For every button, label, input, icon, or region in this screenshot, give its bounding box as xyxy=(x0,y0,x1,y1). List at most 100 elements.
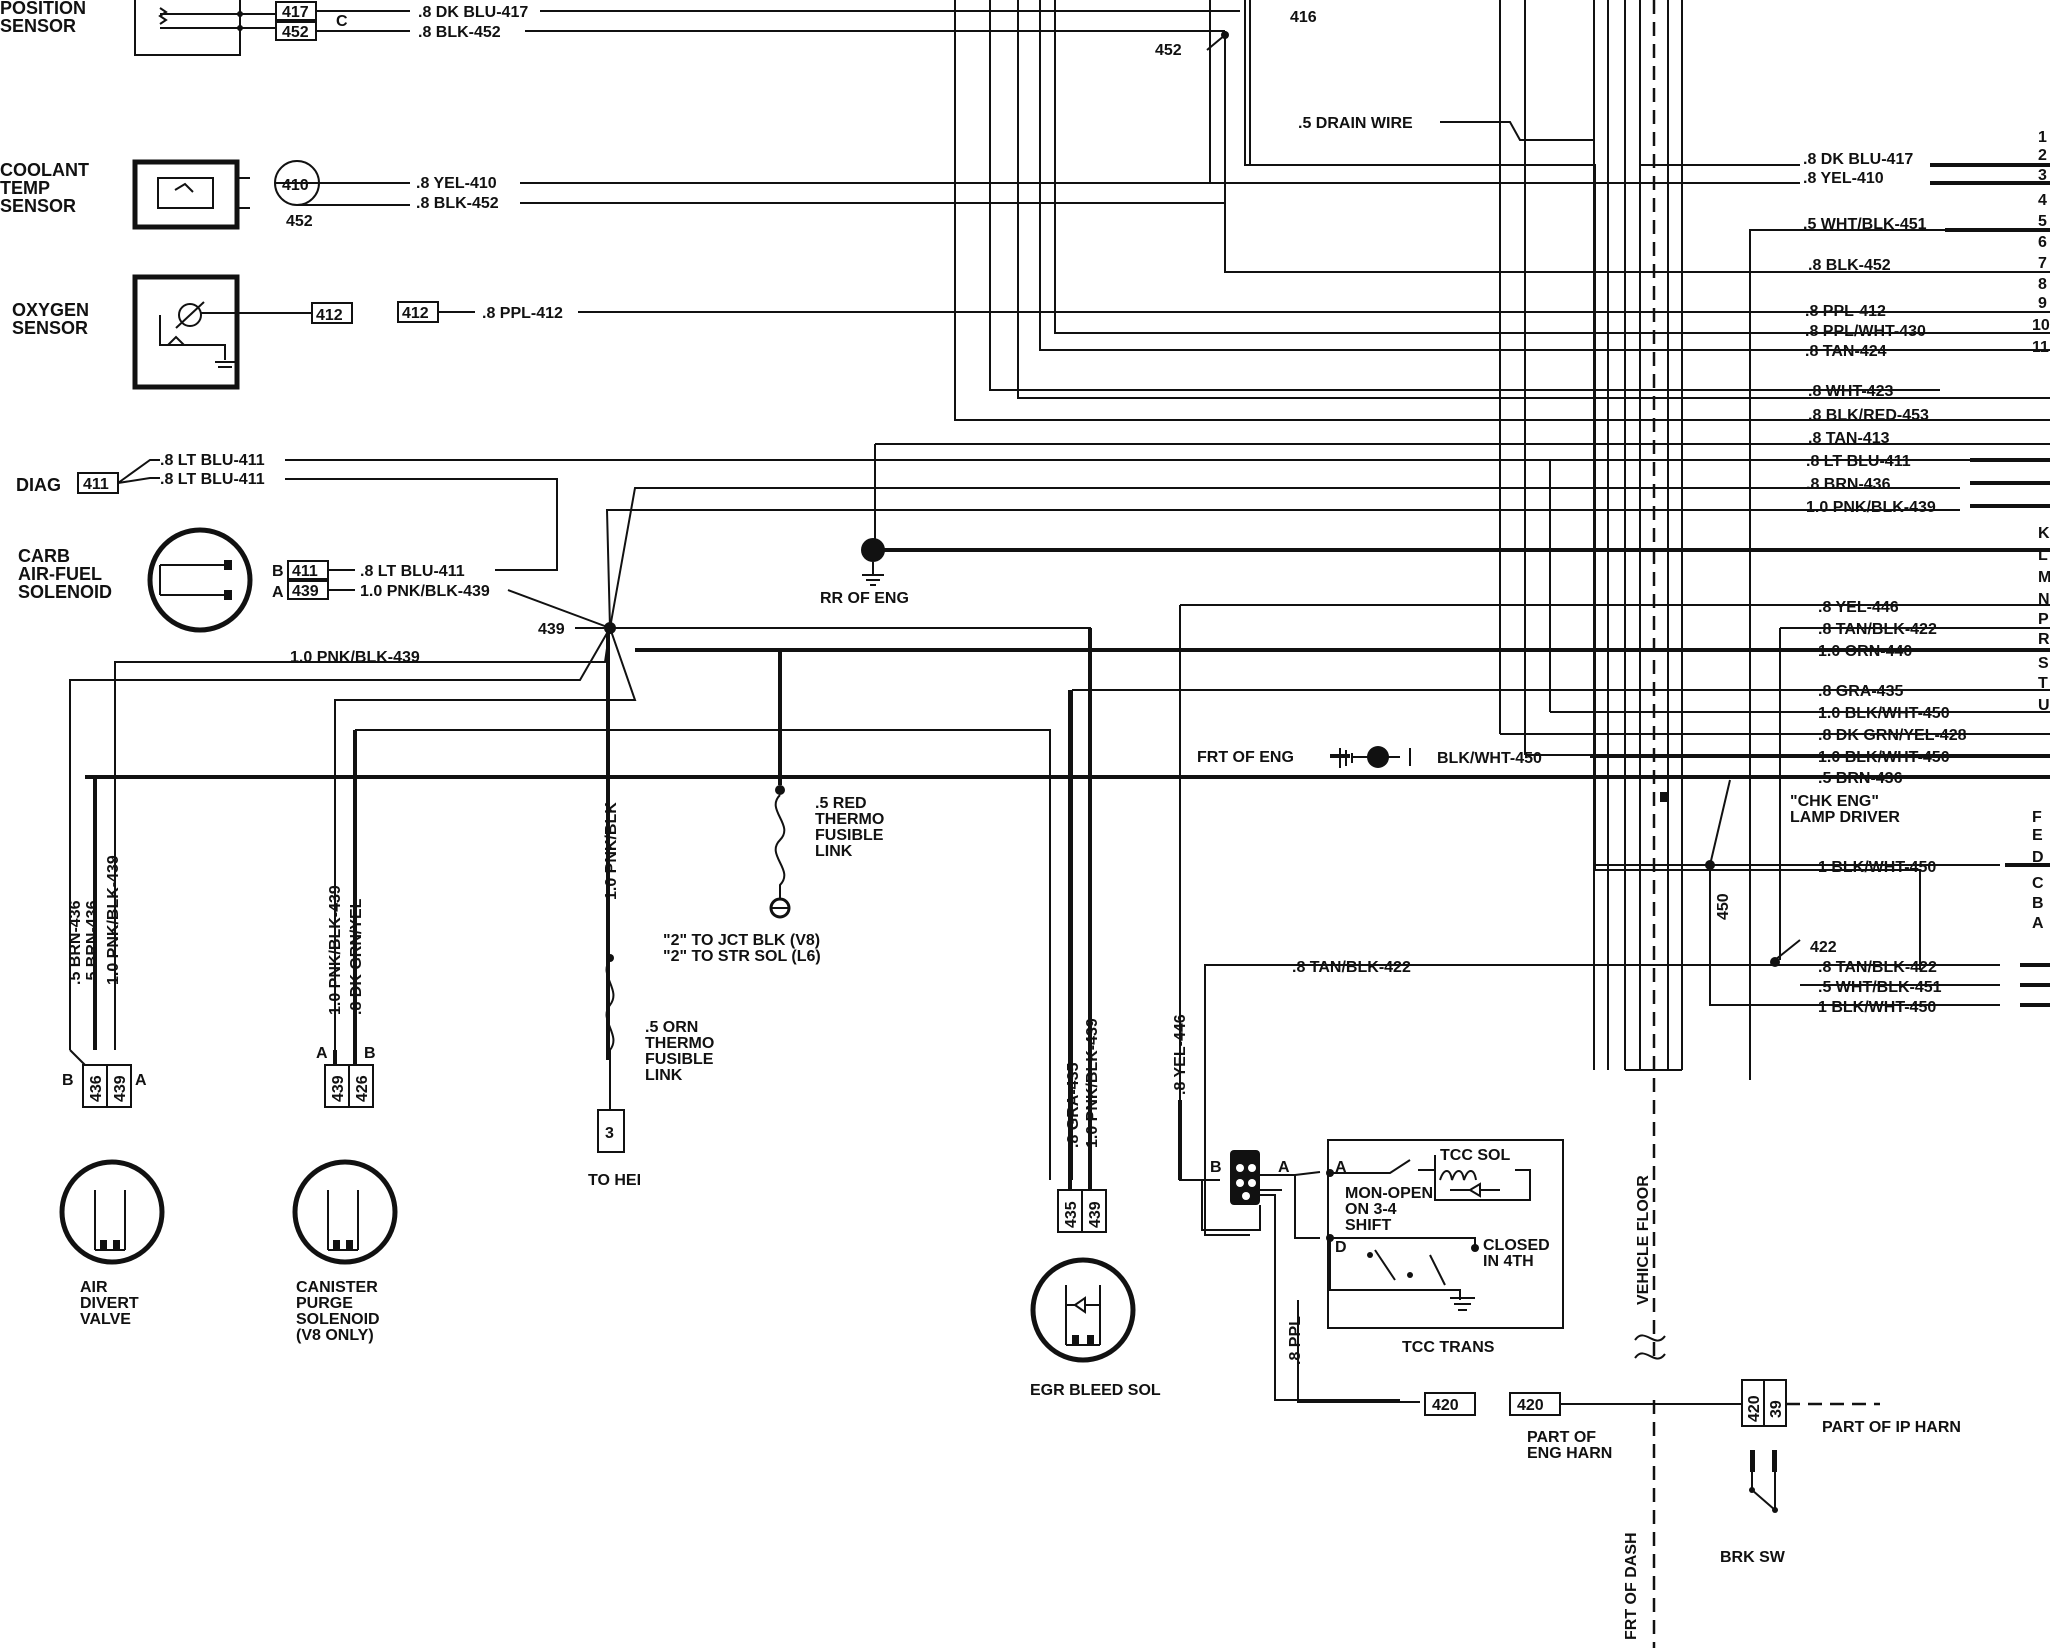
conn-420-c: 420 xyxy=(1746,1395,1763,1422)
v-pnkblk439-can: 1.0 PNK/BLK-439 xyxy=(327,885,344,1015)
v-ppl: .8 PPL xyxy=(1287,1316,1304,1365)
wr-blk452: .8 BLK-452 xyxy=(1808,257,1891,274)
wire-dkblu417-top: .8 DK BLU-417 xyxy=(418,4,528,21)
wr-gra435: .8 GRA-435 xyxy=(1818,683,1903,700)
pin-b-air: B xyxy=(62,1072,74,1089)
splice-439-label: 439 xyxy=(538,621,565,638)
conn-439-egr: 439 xyxy=(1087,1201,1104,1228)
wire-422-label: 422 xyxy=(1810,939,1837,956)
pin-column-numbers: 1 2 3 4 5 6 7 8 9 10 11 xyxy=(2032,129,2050,356)
v-pnkblk439: 1.0 PNK/BLK-439 xyxy=(105,855,122,985)
pin-d-inner: D xyxy=(1335,1239,1347,1256)
connector-417-452: 417 452 C .8 DK BLU-417 .8 BLK-452 xyxy=(275,1,1240,41)
v-pnkblk439-egr: 1.0 PNK/BLK-439 xyxy=(1084,1018,1101,1148)
pin-c: C xyxy=(2032,875,2044,892)
wire-pnkblk439-carb: 1.0 PNK/BLK-439 xyxy=(360,583,490,600)
wr-yel446: .8 YEL-446 xyxy=(1818,599,1899,616)
wire-416-label: 416 xyxy=(1290,9,1317,26)
egr-label: EGR BLEED SOL xyxy=(1030,1382,1161,1399)
pin-l: L xyxy=(2038,547,2048,564)
pin-m: M xyxy=(2038,569,2050,586)
conn-436: 436 xyxy=(88,1075,105,1102)
wire-ltblu411-b: .8 LT BLU-411 xyxy=(160,471,265,488)
pin-e: E xyxy=(2032,827,2043,844)
pin-n6: 6 xyxy=(2038,234,2047,251)
pin-n11: 11 xyxy=(2032,339,2049,356)
wr-tanblk422: .8 TAN/BLK-422 xyxy=(1818,621,1937,638)
wr-ltblu411: .8 LT BLU-411 xyxy=(1806,453,1911,470)
splice-439: 439 1.0 PNK/BLK-439 xyxy=(69,487,1960,1180)
wire-blk452-top: .8 BLK-452 xyxy=(418,24,501,41)
wb-tanblk422: .8 TAN/BLK-422 xyxy=(1292,959,1411,976)
harness-bus: 452 416 .5 DRAIN WIRE RR xyxy=(85,0,2050,1236)
wr-blkwht450-b: 1.0 BLK/WHT-450 xyxy=(1818,749,1950,766)
v-yel446: .8 YEL-446 xyxy=(1172,1014,1189,1095)
wire-pnkblk439-mid: 1.0 PNK/BLK-439 xyxy=(290,649,420,666)
wr-dkblu417: .8 DK BLU-417 xyxy=(1803,151,1913,168)
pin-f: F xyxy=(2032,809,2042,826)
v-dkgrnyel: .8 DK GRN/YEL xyxy=(348,898,365,1015)
wire-ltblu411-a: .8 LT BLU-411 xyxy=(160,452,265,469)
egr-bleed-sol: .8 GRA-435 1.0 PNK/BLK-439 435 439 EGR B… xyxy=(1030,628,1161,1399)
pin-n8: 8 xyxy=(2038,276,2047,293)
wr-pnkblk439: 1.0 PNK/BLK-439 xyxy=(1806,499,1936,516)
drain-wire: .5 DRAIN WIRE xyxy=(1298,115,1413,132)
conn-439-carb: 439 xyxy=(292,583,319,600)
tcc-trans-label: TCC TRANS xyxy=(1402,1339,1495,1356)
pin-p: P xyxy=(2038,611,2049,628)
pin-b-carb: B xyxy=(272,563,284,580)
firewall: VEHICLE FLOOR FRT OF DASH xyxy=(1593,0,1683,1648)
pin-u: U xyxy=(2038,697,2050,714)
pin-b-can: B xyxy=(364,1045,376,1062)
conn-439-air: 439 xyxy=(112,1075,129,1102)
wr-brn436: .8 BRN-436 xyxy=(1806,476,1891,493)
wr-tan424: .8 TAN-424 xyxy=(1805,343,1887,360)
frt-of-dash-label: FRT OF DASH xyxy=(1623,1532,1640,1640)
vehicle-floor-label: VEHICLE FLOOR xyxy=(1635,1175,1652,1305)
pin-b-tcc: B xyxy=(1210,1159,1222,1176)
frt-of-eng-label: FRT OF ENG xyxy=(1197,749,1294,766)
pin-n3: 3 xyxy=(2038,167,2047,184)
wr-ppl412: .8 PPL-412 xyxy=(1805,303,1886,320)
right-wire-labels: .8 DK BLU-417 .8 YEL-410 .5 WHT/BLK-451 … xyxy=(1803,151,1967,1016)
conn-410: 410 xyxy=(282,177,309,194)
wr-wht423: .8 WHT-423 xyxy=(1808,383,1893,400)
wr-tanblk422-b: .8 TAN/BLK-422 xyxy=(1818,959,1937,976)
v-pnkblk: 1.0 PNK/BLK xyxy=(603,802,620,900)
pin-n2: 2 xyxy=(2038,147,2047,164)
pin-n1: 1 xyxy=(2038,129,2047,146)
tcc-sol-label: TCC SOL xyxy=(1440,1147,1510,1164)
pin-n4: 4 xyxy=(2038,192,2047,209)
pin-s: S xyxy=(2038,655,2049,672)
conn-420-b: 420 xyxy=(1517,1397,1544,1414)
conn-3: 3 xyxy=(605,1125,614,1142)
wr-blkred453: .8 BLK/RED-453 xyxy=(1808,407,1929,424)
conn-39: 39 xyxy=(1768,1400,1785,1418)
wr-dkgrnyel428: .8 DK GRN/YEL-428 xyxy=(1818,727,1967,744)
pin-c: C xyxy=(336,13,348,30)
pin-n: N xyxy=(2038,591,2050,608)
pin-a-tcc: A xyxy=(1278,1159,1290,1176)
conn-426: 426 xyxy=(354,1075,371,1102)
pin-r: R xyxy=(2038,631,2050,648)
pin-a-carb: A xyxy=(272,584,284,601)
wr-blkwht450-1: 1 BLK/WHT-450 xyxy=(1818,859,1936,876)
pin-a-air: A xyxy=(135,1072,147,1089)
wire-blk452-left: .8 BLK-452 xyxy=(416,195,499,212)
air-divert-valve: .5 BRN-436 .5 BRN-436 1.0 PNK/BLK-439 B … xyxy=(59,855,165,1328)
